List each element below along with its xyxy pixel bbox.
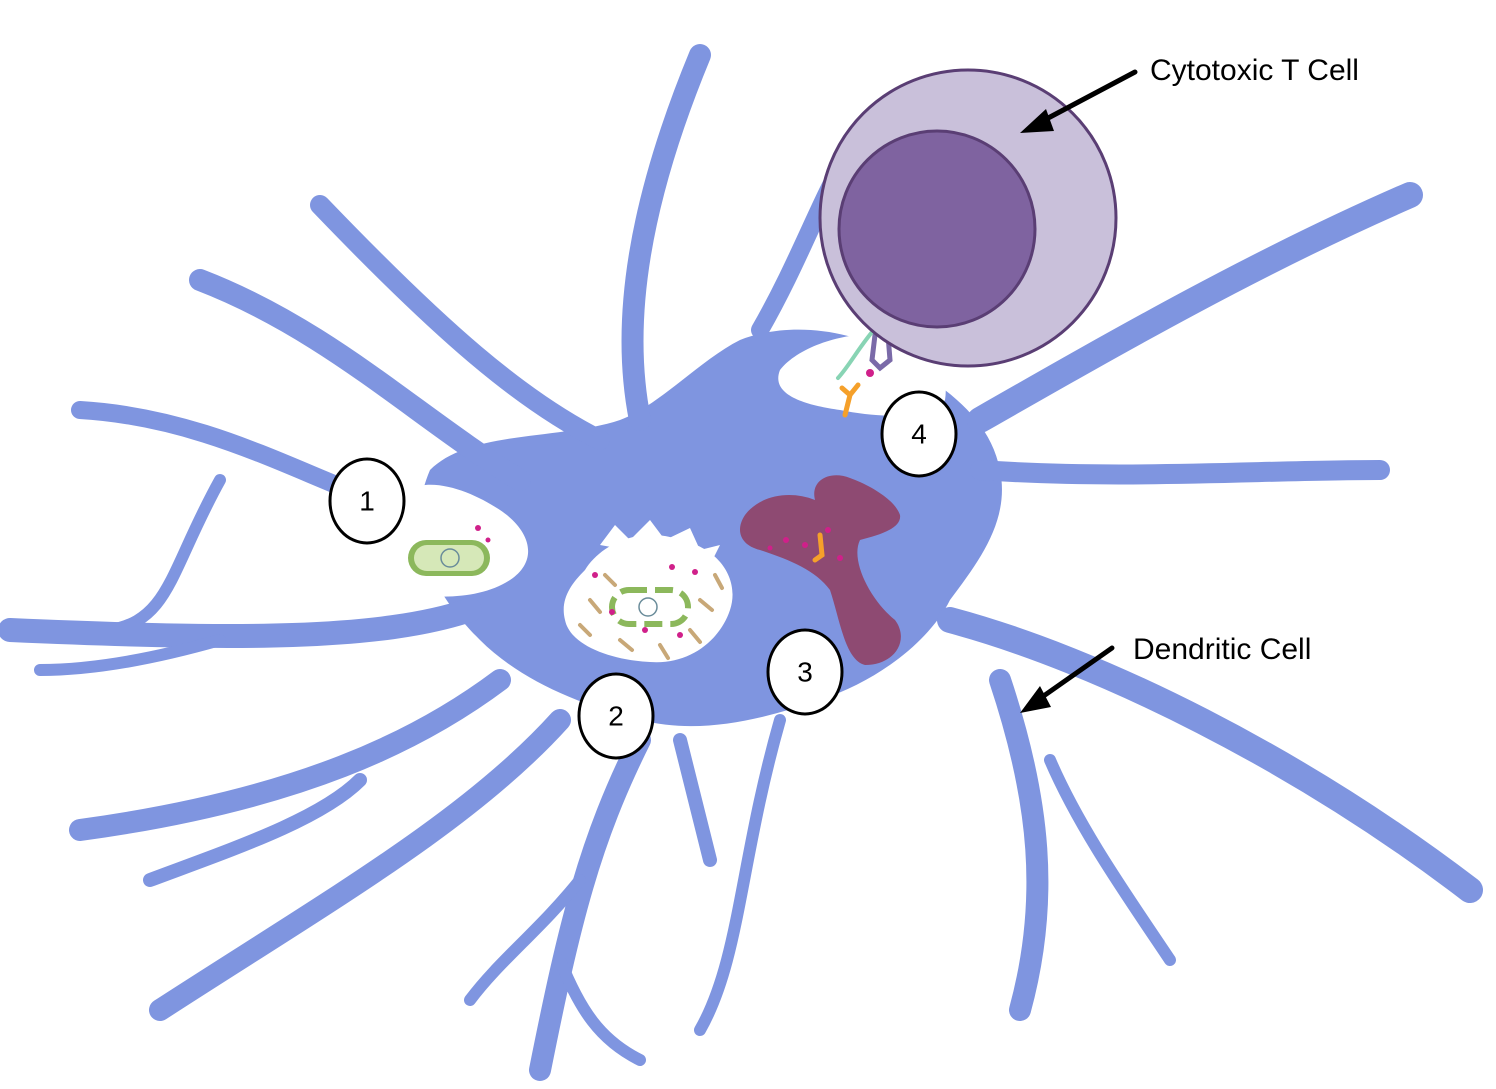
step-number-1: 1 [359, 486, 375, 517]
degraded-bacterium [609, 587, 691, 627]
t-cell-nucleus [837, 129, 1037, 329]
dendrite [554, 954, 646, 1066]
dendrite [69, 669, 511, 841]
step-number-2: 2 [608, 701, 624, 732]
step-marker-2: 2 [577, 672, 655, 760]
phagolysosome-spikes [600, 520, 720, 565]
step-1-phagocytosis [368, 484, 529, 597]
step-2-antigen-processing [563, 520, 733, 663]
bacterium-cytoplasm [414, 545, 484, 571]
dendritic-cell [0, 44, 1483, 1081]
dendrite [310, 195, 610, 450]
dendrite [967, 182, 1423, 433]
presented-peptide [866, 369, 874, 377]
antigen-peptides [592, 564, 698, 638]
dendrite [937, 607, 1483, 903]
t-cell-label: Cytotoxic T Cell [1150, 54, 1359, 87]
dendrites [0, 44, 1483, 1081]
step-marker-1: 1 [328, 457, 406, 545]
antigen-dot [485, 537, 491, 543]
dendrite [989, 669, 1049, 1021]
step-3-mhc-loading [740, 475, 901, 665]
label-arrows [1032, 69, 1138, 705]
dendrite [34, 634, 226, 676]
er-peptides [767, 527, 843, 561]
dendrite [1044, 754, 1176, 966]
dendritic-cell-label: Dendritic Cell [1133, 633, 1311, 666]
arrow-heads [1020, 109, 1054, 713]
mhc-class-i [839, 382, 861, 418]
antigen-dot [475, 525, 481, 531]
dendritic-arrow-shaft [1032, 645, 1115, 705]
endoplasmic-reticulum [740, 475, 901, 665]
step-marker-4: 4 [880, 390, 958, 478]
dendrite [189, 269, 531, 491]
t-cell-receptor [869, 332, 893, 372]
mhc-molecule [812, 532, 825, 563]
step-marker-3: 3 [766, 628, 844, 716]
step-number-4: 4 [911, 419, 927, 450]
peptide-fragments [578, 573, 724, 660]
bacterium-dna [440, 548, 460, 568]
dendrite [673, 733, 717, 867]
dendritic-arrow-head [1020, 686, 1051, 713]
dendrite [143, 773, 367, 887]
dendrite [621, 44, 711, 431]
dendrite [0, 598, 482, 648]
t-cell-arrow-shaft [1032, 69, 1138, 128]
dendrite [464, 874, 586, 1006]
dendrite [694, 714, 786, 1036]
dendrite [149, 709, 571, 1021]
cytotoxic-t-cell [818, 68, 1118, 368]
t-cell-arrow-head [1020, 109, 1054, 133]
dendrite [970, 460, 1390, 485]
step-number-3: 3 [797, 657, 813, 688]
dendrite [104, 474, 226, 636]
